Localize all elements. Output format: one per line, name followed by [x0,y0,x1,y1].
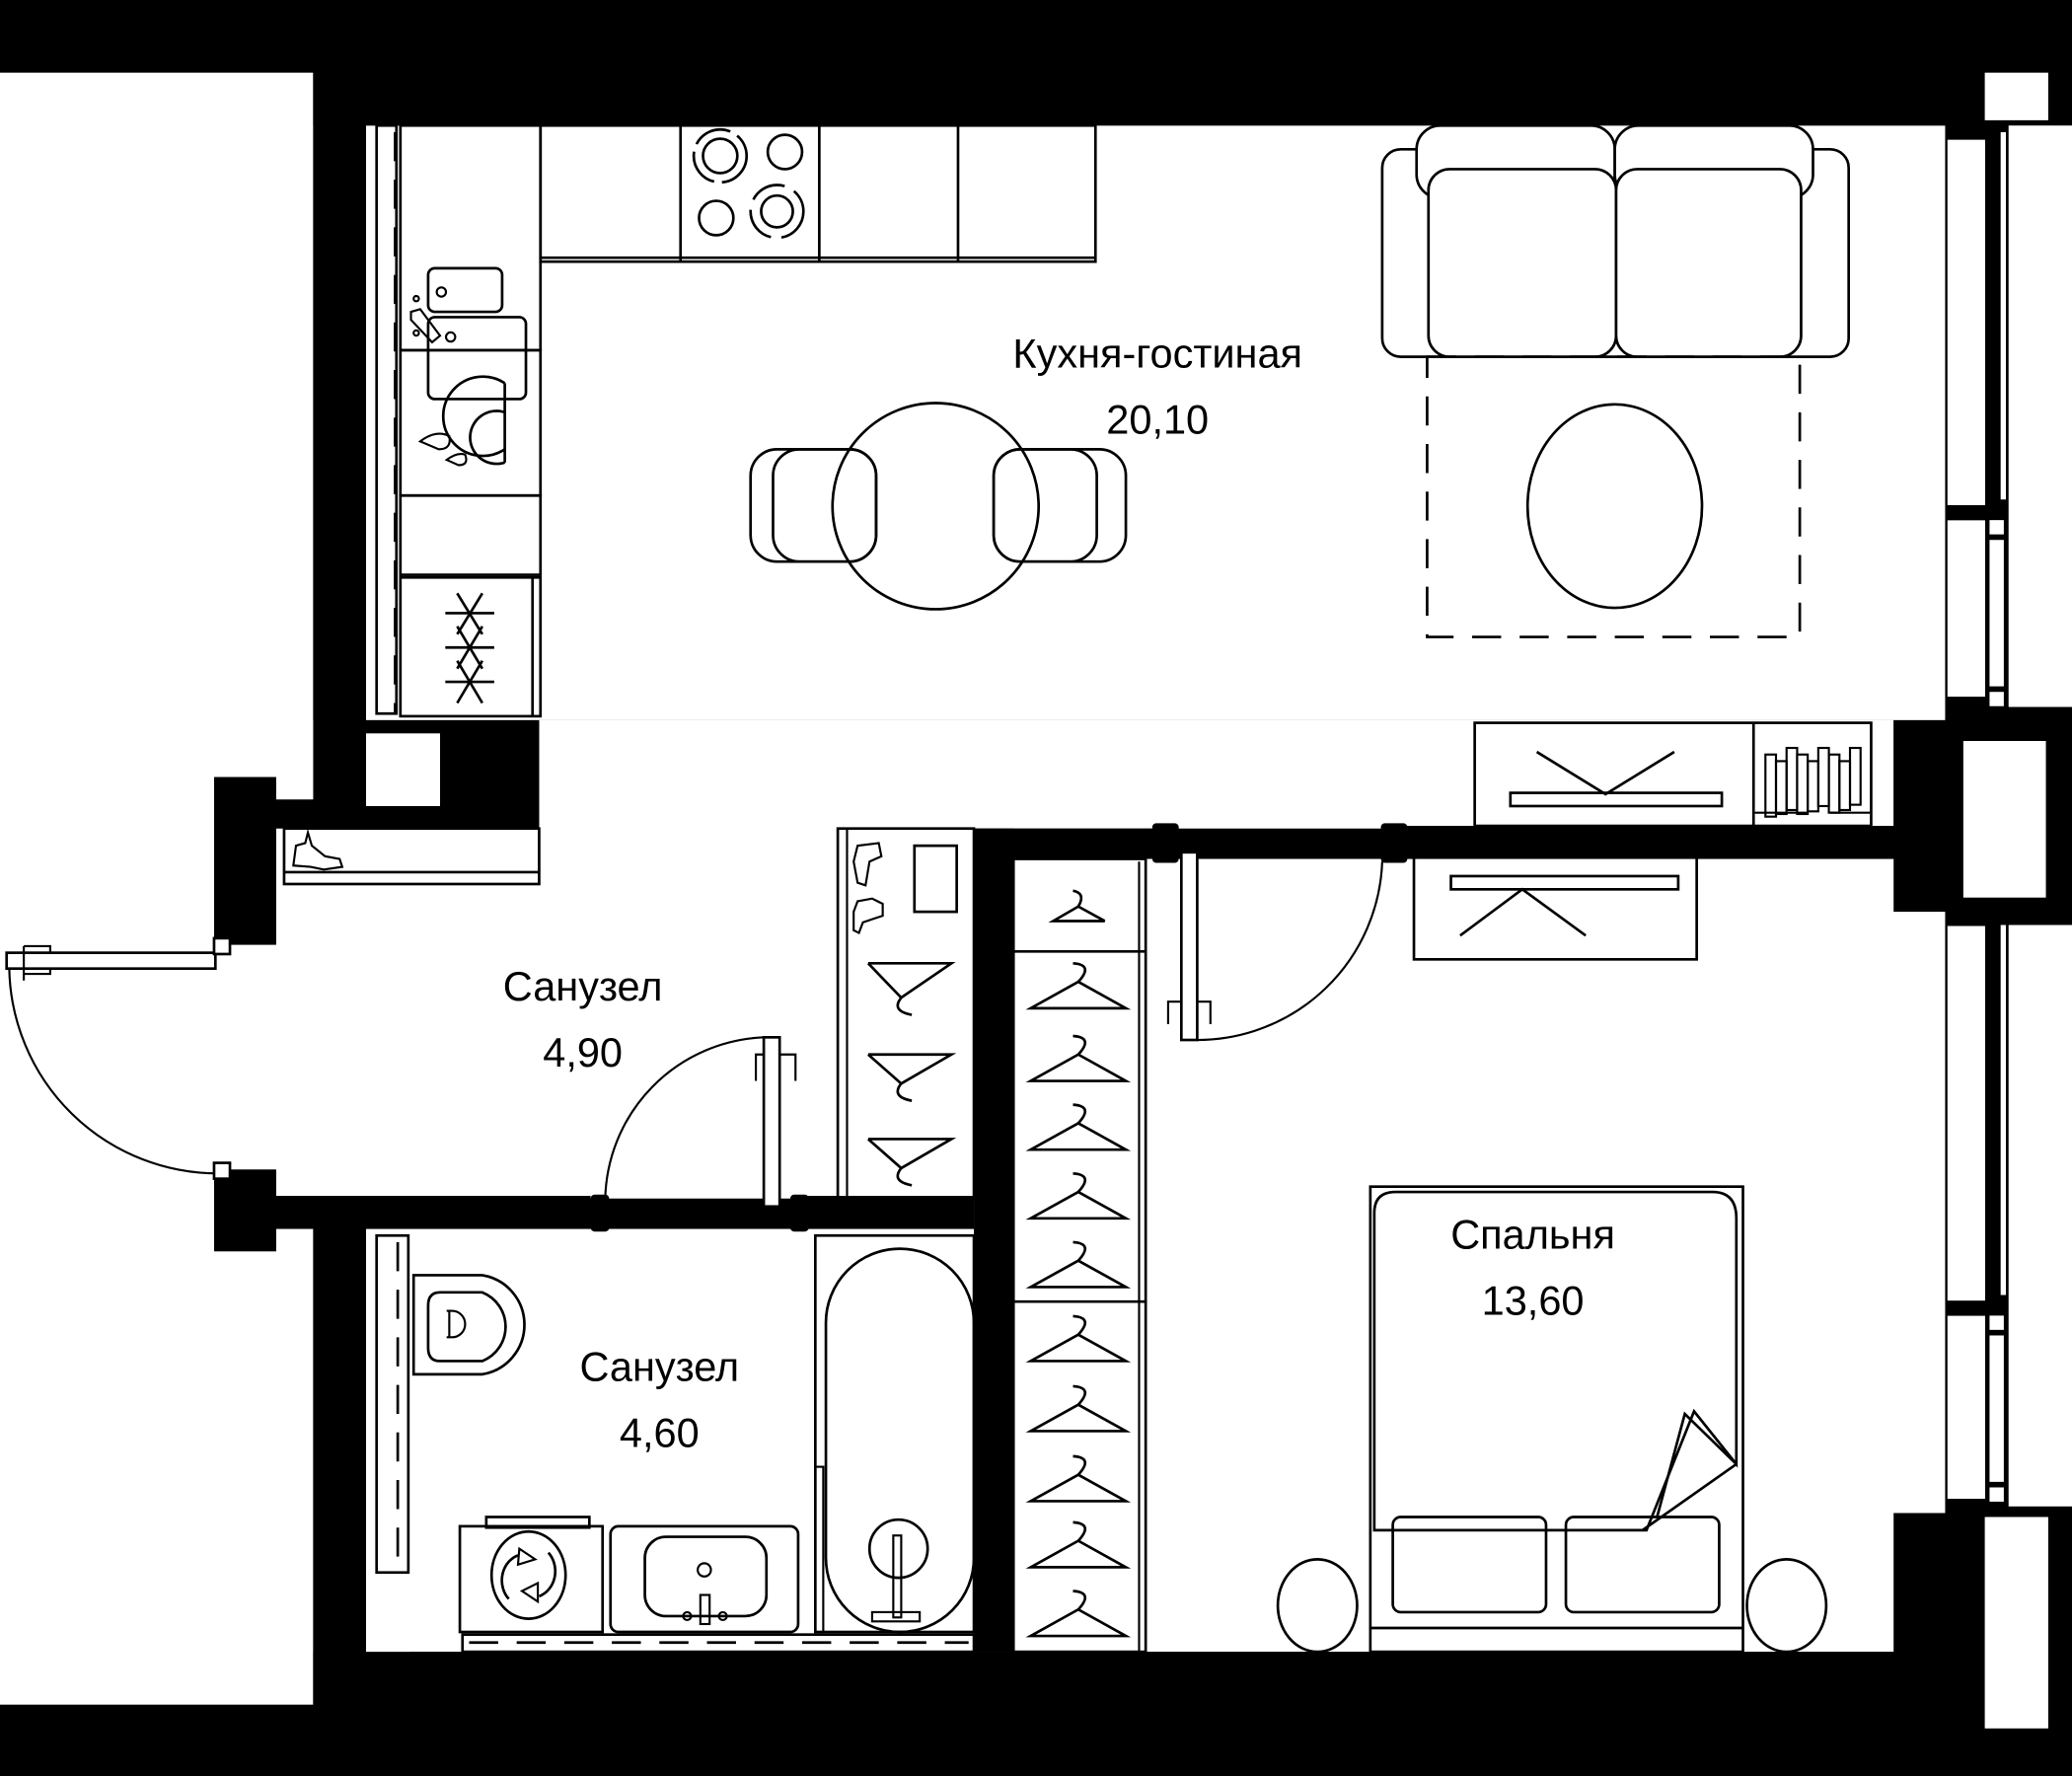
wall-column-right [1893,719,1947,913]
bookshelf-icon [1754,746,1871,818]
clothes-hanger-icon [866,961,957,1187]
floor-hall [273,828,975,1199]
dishwasher-icon [417,375,506,467]
boots-icon [852,842,883,887]
wall-bottom [313,1652,2071,1705]
gas-hob-icon [445,592,494,704]
wall-top [313,72,2071,126]
bathroom-door[interactable] [590,1036,809,1232]
bedroom-wardrobe [1011,857,1147,1654]
window-column-box [1961,738,2048,900]
room-area: 4,90 [543,1029,623,1075]
bathtub-icon [814,1233,976,1634]
nightstand-left [1276,1558,1359,1654]
dining-set [749,402,1128,611]
clothes-hanger-icons [1025,962,1132,1638]
floor-bathroom [365,1228,975,1653]
windows-right [1945,72,2072,1729]
pillow-right [1564,1516,1721,1614]
room-area: 13,60 [1482,1278,1585,1324]
window-top-notch [1984,72,2048,120]
entrance-door[interactable] [5,936,232,1180]
double-bed [1276,1185,1828,1654]
nightstand-right [1745,1558,1828,1654]
wall-left-lower [313,1228,366,1705]
bedroom-tv-stand [1412,854,1698,961]
window-bottom-notch [1984,1517,2048,1729]
clothes-hanger-icon [1048,889,1106,923]
window-pane-bedroom [1945,924,1987,1303]
tv-stand [1473,721,1873,828]
balcony-area-lower [2008,925,2072,1507]
gas-hob [399,575,543,718]
wall-hall-bathroom [273,1196,591,1229]
kitchen-counter [375,123,1097,718]
electric-hob-icon [692,127,805,240]
room-name: Спальня [1450,1212,1615,1258]
window-pane [1945,137,1987,507]
sink-icon [409,266,528,401]
wall-entrance-upper [213,777,276,945]
room-label-hall-bathroom: Санузел 4,90 [503,963,663,1075]
hall-wardrobe [836,827,976,1201]
room-name: Санузел [579,1344,739,1390]
coffee-table [1525,403,1704,610]
room-name: Санузел [503,963,663,1009]
bedroom-door[interactable] [1151,823,1408,1042]
room-label-kitchen-living: Кухня-гостиная 20,10 [1012,330,1302,442]
pillow-left [1391,1516,1548,1614]
walls [213,72,2071,1705]
wall-entrance-lower [213,1169,276,1252]
wall-bedroom-top [1387,826,1896,859]
bag-icon [913,844,958,914]
room-area: 20,10 [1106,396,1209,442]
room-label-bedroom: Спальня 13,60 [1450,1212,1615,1324]
room-area: 4,60 [620,1410,700,1456]
shaft-lower [365,1586,410,1653]
shoe-cabinet [282,827,541,886]
wall-wardrobe [974,828,1014,1653]
balcony-area-upper [2008,125,2072,707]
bathroom-fixtures [375,1233,976,1654]
dining-table [831,402,1041,611]
wall-left-upper [313,72,366,720]
room-label-bathroom: Санузел 4,60 [579,1344,739,1456]
room-name: Кухня-гостиная [1012,330,1302,376]
living-set [1380,123,1850,638]
toilet-icon [411,1274,526,1376]
shaft-upper [365,733,440,806]
rug [1426,355,1802,638]
washbasin-icon [609,1524,800,1634]
washing-machine-icon [458,1516,605,1634]
boot-icon [292,828,344,871]
